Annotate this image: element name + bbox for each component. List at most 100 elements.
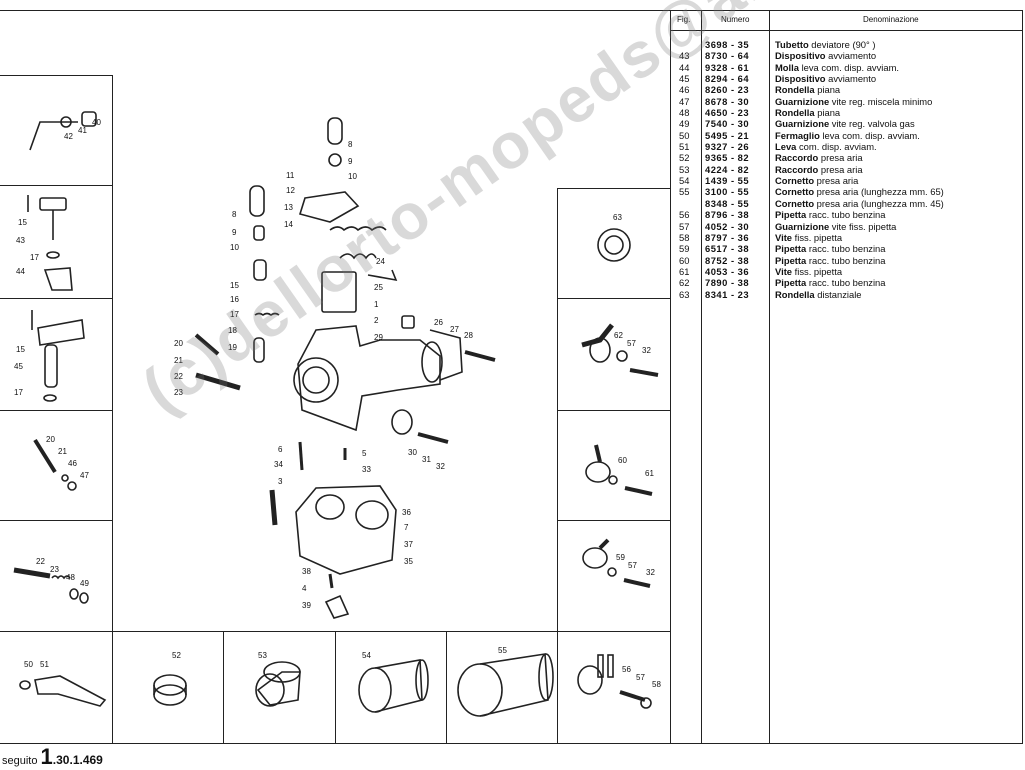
row-denominazione: Guarnizione vite fiss. pipetta xyxy=(775,221,896,232)
row-denominazione: Fermaglio leva com. disp. avviam. xyxy=(775,130,920,141)
right-divider-3 xyxy=(557,520,670,521)
callout-main: 7 xyxy=(404,523,409,532)
row-fig: 57 xyxy=(679,220,690,232)
row-fig: 44 xyxy=(679,61,690,73)
callout-main: 9 xyxy=(348,157,353,166)
callout-left-panel-2: 43 xyxy=(16,236,25,245)
row-denominazione-bold: Cornetto xyxy=(775,186,815,198)
right-divider-0 xyxy=(557,188,670,189)
row-fig: 60 xyxy=(679,254,690,266)
row-denominazione-rest: leva com. disp. avviam. xyxy=(819,129,920,141)
callout-main: 24 xyxy=(376,257,385,266)
callout-main: 9 xyxy=(232,228,237,237)
row-denominazione-rest: racc. tubo benzina xyxy=(806,243,886,255)
row-fig: 51 xyxy=(679,141,690,153)
top-border xyxy=(0,10,1023,11)
callout-left-panel-4: 20 xyxy=(46,435,55,444)
row-numero: 8797 - 36 xyxy=(705,231,750,243)
row-denominazione-bold: Guarnizione xyxy=(775,220,830,232)
header-col-sep-1 xyxy=(701,10,702,743)
bottom-divider-2 xyxy=(223,631,224,743)
callout-main: 35 xyxy=(404,557,413,566)
callout-bottom-panels: 57 xyxy=(636,673,645,682)
row-denominazione: Dispositivo avviamento xyxy=(775,50,876,61)
callout-main: 5 xyxy=(362,449,367,458)
callout-left-panel-2: 15 xyxy=(18,218,27,227)
table-header: Fig. Numero Denominazione xyxy=(671,10,1023,31)
row-denominazione-bold: Rondella xyxy=(775,288,815,300)
row-denominazione: Rondella piana xyxy=(775,107,840,118)
row-fig: 49 xyxy=(679,118,690,130)
callout-main: 32 xyxy=(436,462,445,471)
callout-left-panel-3: 15 xyxy=(16,345,25,354)
callout-main: 39 xyxy=(302,601,311,610)
callout-bottom-panels: 54 xyxy=(362,651,371,660)
row-denominazione-rest: fiss. pipetta xyxy=(792,265,843,277)
row-denominazione-bold: Molla xyxy=(775,61,799,73)
row-denominazione: Pipetta racc. tubo benzina xyxy=(775,277,885,288)
row-denominazione-rest: vite reg. valvola gas xyxy=(829,118,915,130)
row-denominazione-rest: distanziale xyxy=(814,288,862,300)
header-fig: Fig. xyxy=(677,15,691,24)
callout-bottom-panels: 51 xyxy=(40,660,49,669)
row-denominazione: Raccordo presa aria xyxy=(775,164,863,175)
row-denominazione-rest: presa aria xyxy=(814,175,859,187)
callout-main: 30 xyxy=(408,448,417,457)
row-denominazione-rest: leva com. disp. avviam. xyxy=(798,61,900,73)
callout-left-panel-5: 49 xyxy=(80,579,89,588)
callout-main: 34 xyxy=(274,460,283,469)
callout-main: 8 xyxy=(232,210,237,219)
row-denominazione: Pipetta racc. tubo benzina xyxy=(775,243,885,254)
row-numero: 8752 - 38 xyxy=(705,254,750,266)
row-denominazione: Vite fiss. pipetta xyxy=(775,266,842,277)
row-fig: 47 xyxy=(679,95,690,107)
callout-right-panels: 60 xyxy=(618,456,627,465)
callout-left-panel-1: 42 xyxy=(64,132,73,141)
row-denominazione: Cornetto presa aria (lunghezza mm. 45) xyxy=(775,198,944,209)
footer-seguito: seguito xyxy=(2,755,38,767)
callout-left-panel-3: 17 xyxy=(14,388,23,397)
row-denominazione: Vite fiss. pipetta xyxy=(775,232,842,243)
callout-main: 18 xyxy=(228,326,237,335)
callout-left-panel-4: 46 xyxy=(68,459,77,468)
callout-left-panel-5: 22 xyxy=(36,557,45,566)
row-fig: 58 xyxy=(679,231,690,243)
callout-main: 12 xyxy=(286,186,295,195)
table-row: 57 4052 - 30 Guarnizione vite fiss. pipett… xyxy=(671,221,1023,232)
left-divider-1 xyxy=(0,185,113,186)
row-denominazione-bold: Cornetto xyxy=(775,197,815,209)
callout-main: 37 xyxy=(404,540,413,549)
row-denominazione-rest: com. disp. avviam. xyxy=(796,141,877,153)
row-numero: 8678 - 30 xyxy=(705,95,750,107)
row-denominazione: Pipetta racc. tubo benzina xyxy=(775,209,885,220)
row-denominazione-bold: Pipetta xyxy=(775,254,807,266)
row-denominazione-rest: vite fiss. pipetta xyxy=(829,220,897,232)
row-numero: 8341 - 23 xyxy=(705,288,750,300)
row-denominazione-bold: Raccordo xyxy=(775,163,819,175)
callout-bottom-panels: 56 xyxy=(622,665,631,674)
row-numero: 3698 - 35 xyxy=(705,39,750,50)
page-footer: seguito 1.30.1.469 xyxy=(2,744,103,770)
row-numero: 4052 - 30 xyxy=(705,220,750,232)
table-left-border xyxy=(670,10,671,744)
callout-left-panel-4: 47 xyxy=(80,471,89,480)
row-fig: 63 xyxy=(679,288,690,300)
row-denominazione-bold: Vite xyxy=(775,231,793,243)
header-denominazione: Denominazione xyxy=(863,15,919,24)
callout-main: 17 xyxy=(230,310,239,319)
callout-bottom-panels: 52 xyxy=(172,651,181,660)
row-denominazione-rest: presa aria xyxy=(818,152,863,164)
callout-left-panel-4: 21 xyxy=(58,447,67,456)
row-fig: 56 xyxy=(679,209,690,221)
